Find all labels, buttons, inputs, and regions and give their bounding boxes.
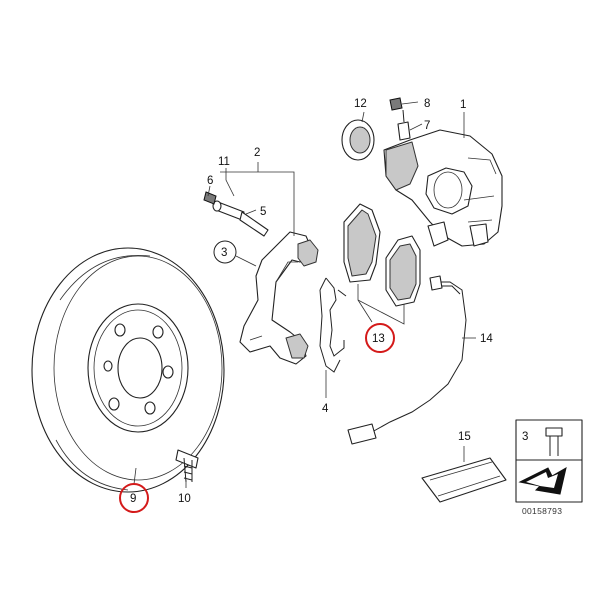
grease-packet [421,457,507,503]
label-2: 2 [254,147,260,159]
label-13: 13 [372,333,385,345]
label-4: 4 [322,403,329,415]
reference-number: 00158793 [522,506,562,516]
dust-cover [341,119,375,161]
label-9: 9 [130,493,136,505]
label-3: 3 [221,247,227,259]
label-13-highlight: 13 [365,323,395,353]
label-7: 7 [424,120,430,132]
label-10: 10 [178,493,191,505]
label-9-highlight: 9 [119,483,149,513]
brake-caliper [383,129,503,247]
bolt-inset-box [515,419,583,503]
label-5: 5 [260,206,266,218]
guide-cap [203,191,217,205]
brake-disc [31,247,225,493]
label-11: 11 [218,156,230,168]
label-3-callout: 3 [213,240,237,264]
label-15: 15 [458,431,471,443]
label-1: 1 [460,99,466,111]
label-6: 6 [207,175,213,187]
leader-lines [133,101,476,488]
bleed-valve [397,109,411,141]
disc-screw [175,449,199,483]
label-inset-3: 3 [522,431,528,443]
brake-pads [343,203,421,307]
caliper-carrier [239,231,319,365]
label-12: 12 [354,98,367,110]
anti-rattle-spring [319,277,347,373]
label-8: 8 [424,98,430,110]
bleed-cap [389,97,403,111]
guide-pin [212,200,269,237]
label-14: 14 [480,333,493,345]
wear-sensor [347,275,467,445]
